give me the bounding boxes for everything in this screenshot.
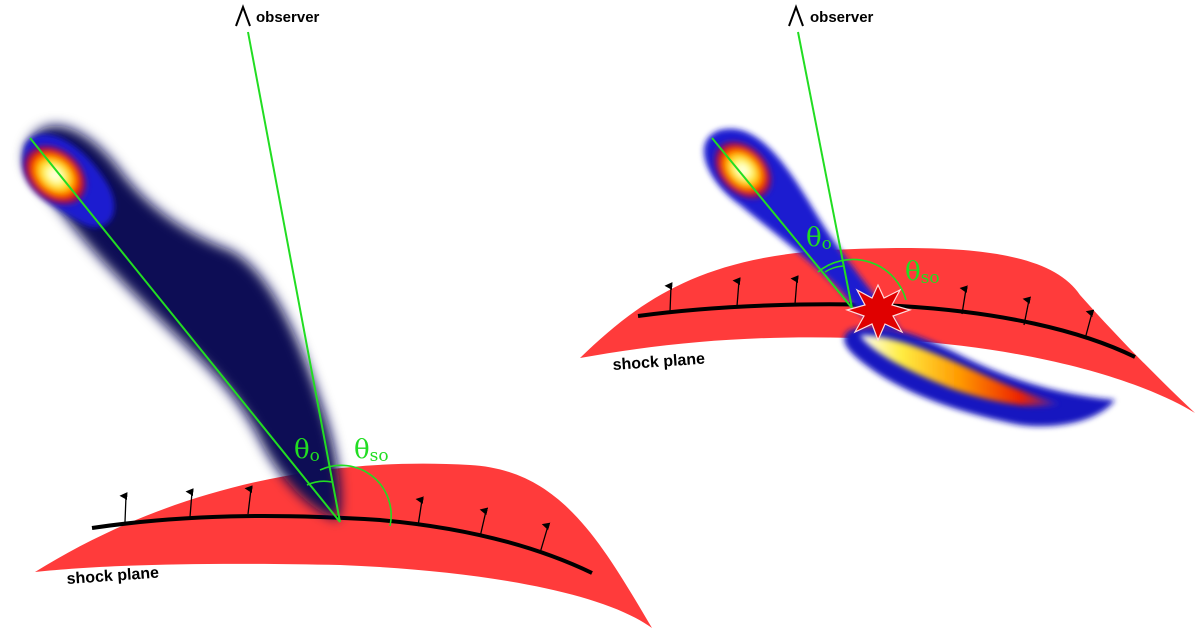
jet-axis-line — [29, 137, 341, 523]
jet-emission-right — [703, 128, 1115, 427]
shock-plane-label: shock plane — [66, 565, 160, 588]
shock-plane-band — [35, 463, 652, 628]
theta-o-arc — [824, 265, 844, 273]
theta-o-arc — [306, 480, 333, 486]
observer-sightline — [797, 31, 853, 309]
theta-o-label: θo — [806, 223, 832, 254]
burst-star-icon — [845, 283, 912, 342]
theta-so-arc — [319, 464, 392, 527]
normal-arrow-icons — [119, 485, 551, 554]
observer-sightline — [247, 31, 341, 523]
theta-o-label: θo — [294, 435, 320, 466]
shock-front-line — [91, 514, 593, 575]
observer-label-group: observer — [788, 4, 874, 27]
panel-right: observer θo θso shock plane — [580, 4, 1195, 427]
normal-arrow-icons — [664, 275, 1095, 340]
theta-so-label: θso — [354, 435, 389, 466]
shock-plane-label: shock plane — [612, 351, 706, 374]
panel-left: observer θo θso shock plane — [22, 4, 652, 628]
observer-eye-icon — [788, 4, 804, 27]
jet-axis-line — [711, 137, 853, 309]
shock-front-line — [637, 302, 1136, 359]
observer-label: observer — [810, 9, 874, 26]
theta-so-label: θso — [905, 257, 940, 288]
observer-eye-icon — [235, 4, 251, 27]
observer-label-group: observer — [235, 4, 320, 27]
theta-so-arc — [817, 258, 907, 301]
observer-label: observer — [256, 9, 320, 26]
